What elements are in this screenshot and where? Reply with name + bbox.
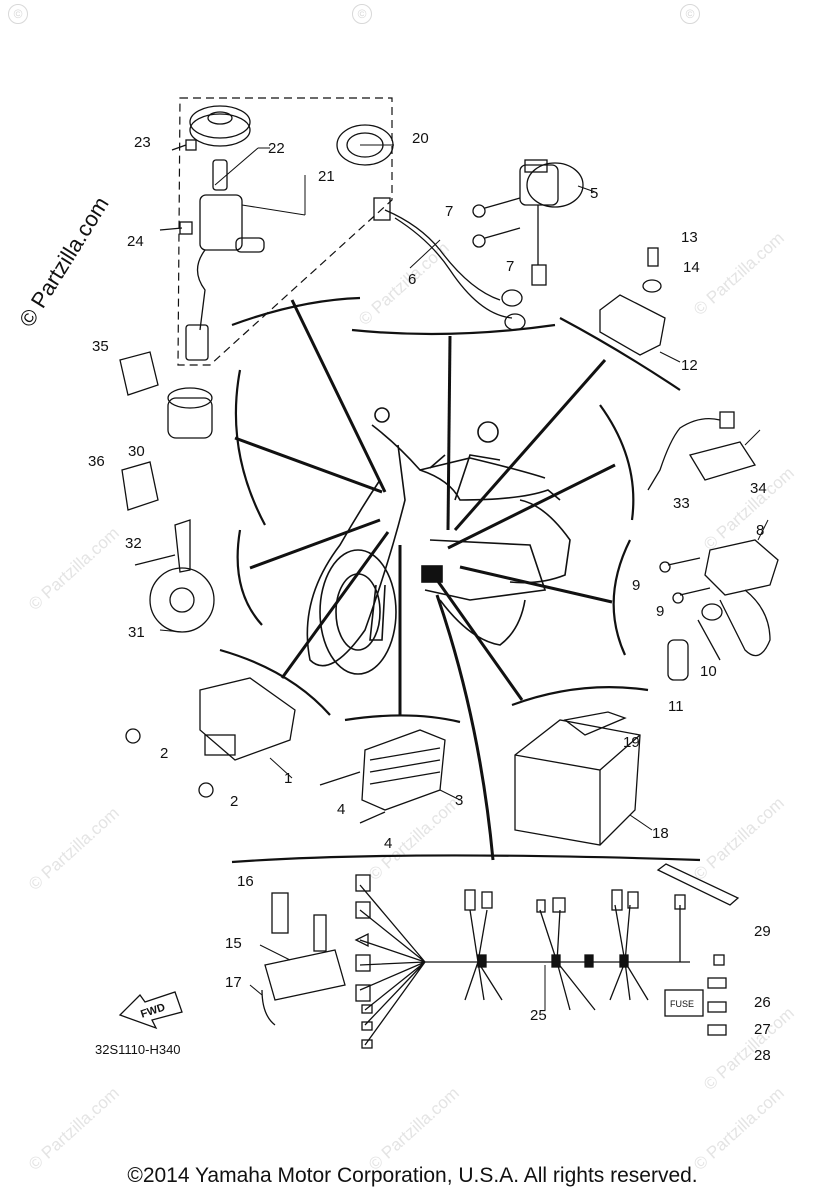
callout-1: 1 — [284, 770, 292, 787]
callout-9: 9 — [656, 603, 664, 620]
callout-25: 25 — [530, 1007, 547, 1024]
watermark-copyright-icon: © — [680, 4, 700, 24]
callout-10: 10 — [700, 663, 717, 680]
horn-parts — [134, 519, 215, 633]
watermark-copyright-icon: © — [352, 4, 372, 24]
callout-27: 27 — [754, 1021, 771, 1038]
callout-2: 2 — [230, 793, 238, 810]
callout-15: 15 — [225, 935, 242, 952]
callout-34: 34 — [750, 480, 767, 497]
callout-9: 9 — [632, 577, 640, 594]
fwd-arrow-icon — [118, 991, 183, 1030]
callout-11: 11 — [668, 698, 684, 715]
callout-12: 12 — [681, 357, 698, 374]
callout-7: 7 — [445, 203, 453, 220]
callout-leaders — [159, 144, 769, 1010]
callout-17: 17 — [225, 974, 242, 991]
callout-13: 13 — [681, 229, 698, 246]
left-relay-parts — [119, 351, 213, 511]
callout-30: 30 — [128, 443, 145, 460]
callout-4: 4 — [384, 835, 392, 852]
callout-2: 2 — [160, 745, 168, 762]
callout-33: 33 — [673, 495, 690, 512]
copyright-footer: ©2014 Yamaha Motor Corporation, U.S.A. A… — [127, 1164, 698, 1187]
starter-relay-parts — [373, 159, 584, 331]
callout-6: 6 — [408, 271, 416, 288]
leader-lines — [234, 299, 616, 861]
callout-26: 26 — [754, 994, 771, 1011]
callout-7: 7 — [506, 258, 514, 275]
ignition-switch-parts — [159, 105, 394, 361]
ecu-parts — [125, 677, 296, 798]
callout-31: 31 — [128, 624, 145, 641]
callout-24: 24 — [127, 233, 144, 250]
diagram-code: 32S1110-H340 — [95, 1042, 181, 1057]
callout-numbers: 1 2 2 3 4 4 5 6 7 7 8 9 9 10 11 12 13 14… — [88, 130, 771, 1064]
callout-8: 8 — [756, 522, 764, 539]
callout-5: 5 — [590, 185, 598, 202]
relay-12-parts — [599, 247, 666, 356]
wire-harness-parts — [261, 863, 740, 1049]
callout-19: 19 — [623, 734, 640, 751]
callout-20: 20 — [412, 130, 429, 147]
callout-21: 21 — [318, 168, 335, 185]
callout-3: 3 — [455, 792, 463, 809]
callout-22: 22 — [268, 140, 285, 157]
callout-18: 18 — [652, 825, 669, 842]
ignition-coil-parts — [659, 539, 779, 681]
fuse-label: FUSE — [670, 999, 694, 1009]
battery-parts — [514, 711, 641, 846]
ignition-group-dashed-box — [177, 97, 393, 366]
o2-sensor-parts — [647, 411, 757, 491]
watermark-copyright-icon: © — [8, 4, 28, 24]
group-brackets — [219, 296, 701, 864]
fwd-label: FWD — [139, 1002, 167, 1021]
callout-36: 36 — [88, 453, 105, 470]
callout-23: 23 — [134, 134, 151, 151]
callout-14: 14 — [683, 259, 700, 276]
callout-35: 35 — [92, 338, 109, 355]
scooter-illustration — [306, 407, 571, 675]
callout-16: 16 — [237, 873, 254, 890]
callout-4: 4 — [337, 801, 345, 818]
callout-29: 29 — [754, 923, 771, 940]
callout-28: 28 — [754, 1047, 771, 1064]
callout-32: 32 — [125, 535, 142, 552]
